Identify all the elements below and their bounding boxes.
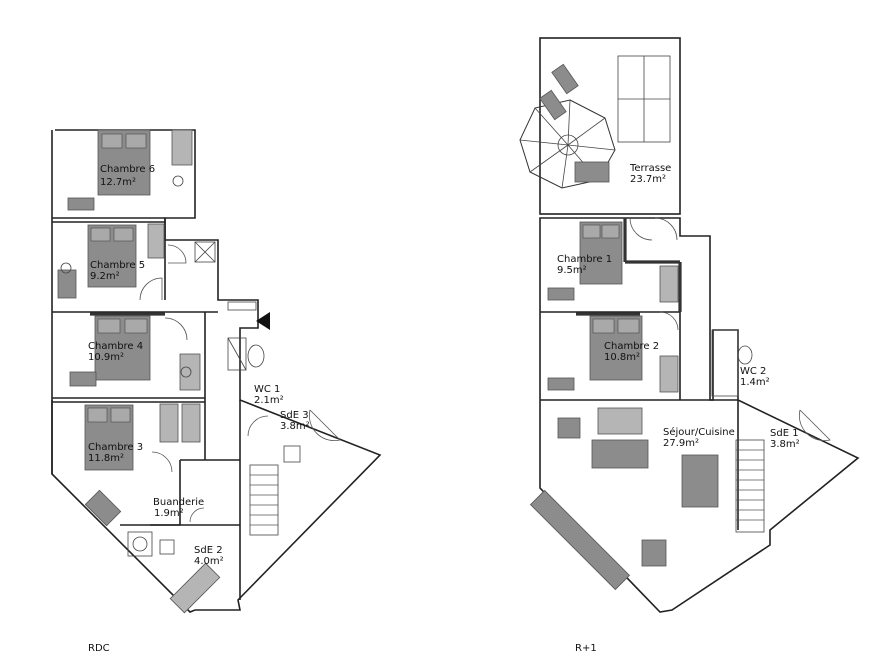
room-label-chambre-6: Chambre 6: [100, 164, 155, 175]
room-area-chambre-6: 12.7m²: [100, 177, 136, 188]
bed-chambre-1: [579, 221, 623, 285]
bed-chambre-3: [84, 404, 134, 471]
room-label-chambre-4: Chambre 4: [88, 341, 143, 352]
stairs-r1: [735, 439, 765, 533]
room-label-terrasse: Terrasse: [629, 163, 671, 174]
room-area-chambre-1: 9.5m²: [557, 265, 587, 276]
room-label-chambre-1: Chambre 1: [557, 254, 612, 265]
room-label-chambre-5: Chambre 5: [90, 260, 145, 271]
room-label-sde-3: SdE 3: [280, 410, 309, 421]
room-area-wc-2: 1.4m²: [740, 377, 770, 388]
room-label-sde-2: SdE 2: [194, 545, 223, 556]
stairs-rdc: [249, 464, 279, 536]
bed-chambre-5: [87, 224, 137, 288]
floor-label-r1: R+1: [575, 643, 597, 654]
room-area-chambre-3: 11.8m²: [88, 453, 124, 464]
room-area-sde-1: 3.8m²: [770, 439, 800, 450]
floor-r1: Terrasse 23.7m² Chambre 1 9.5m² Chambre …: [519, 37, 860, 654]
room-label-buanderie: Buanderie: [153, 497, 204, 508]
floor-label-rdc: RDC: [88, 643, 110, 654]
room-area-buanderie: 1.9m²: [154, 508, 184, 519]
room-area-sde-3: 3.8m²: [280, 421, 310, 432]
floor-rdc: Chambre 6 12.7m² Chambre 5 9.2m² Chambre…: [51, 129, 382, 654]
entrance-arrow-icon: [256, 312, 270, 330]
room-label-chambre-2: Chambre 2: [604, 341, 659, 352]
room-area-sejour-cuisine: 27.9m²: [663, 438, 699, 449]
room-label-wc-2: WC 2: [740, 366, 766, 377]
bed-chambre-6: [97, 129, 151, 196]
room-area-sde-2: 4.0m²: [194, 556, 224, 567]
room-area-chambre-2: 10.8m²: [604, 352, 640, 363]
bed-chambre-2: [589, 315, 643, 381]
room-label-chambre-3: Chambre 3: [88, 442, 143, 453]
room-area-chambre-4: 10.9m²: [88, 352, 124, 363]
room-label-wc-1: WC 1: [254, 384, 280, 395]
room-label-sde-1: SdE 1: [770, 428, 799, 439]
room-label-sejour-cuisine: Séjour/Cuisine: [663, 426, 735, 438]
room-area-wc-1: 2.1m²: [254, 395, 284, 406]
room-area-terrasse: 23.7m²: [630, 174, 666, 185]
room-area-chambre-5: 9.2m²: [90, 271, 120, 282]
bed-chambre-4: [94, 315, 151, 381]
